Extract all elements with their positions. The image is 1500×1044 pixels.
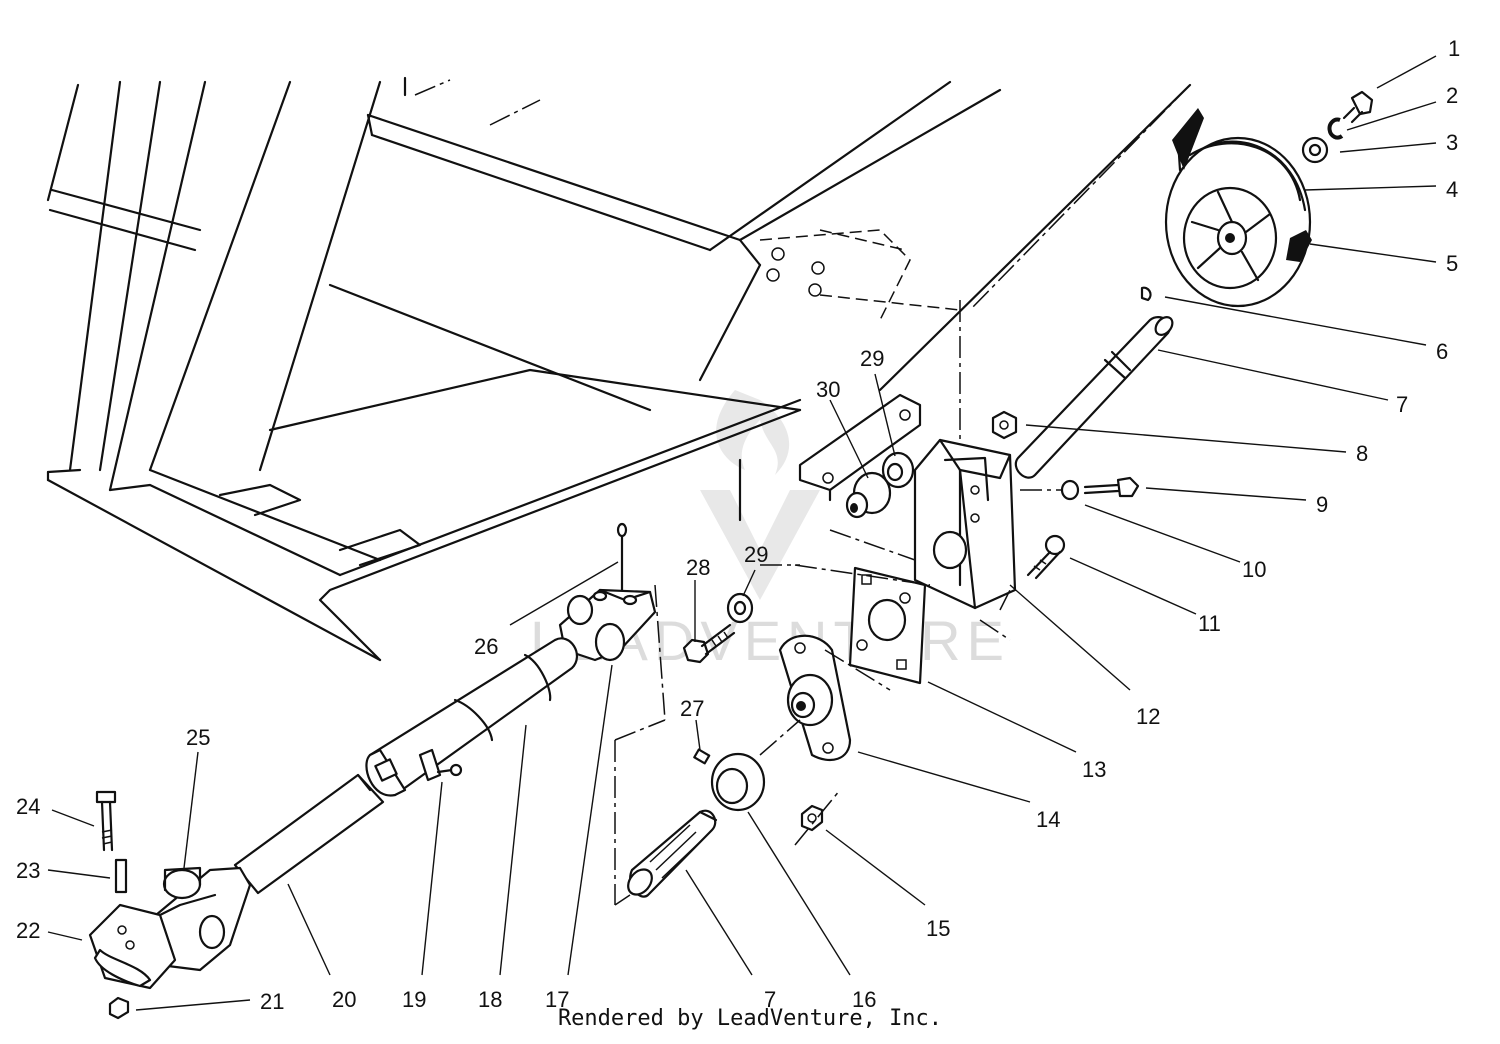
callout-labels: 1 2 3 4 5 6 7 8 9 10 11 12 13 14 15 16 7… xyxy=(16,36,1460,1014)
part-27-set-screw xyxy=(693,748,711,765)
callout-1: 1 xyxy=(1448,36,1460,61)
part-9-bolt xyxy=(1083,476,1140,498)
callout-7-upper: 7 xyxy=(1396,392,1408,417)
callout-29-lower: 29 xyxy=(744,542,768,567)
callout-4: 4 xyxy=(1446,177,1458,202)
part-5-belt-guard xyxy=(1172,108,1312,262)
leader-lines xyxy=(47,55,1437,1011)
callout-29-upper: 29 xyxy=(860,346,884,371)
part-29-washer-lower xyxy=(726,592,754,624)
callout-17: 17 xyxy=(545,987,569,1012)
callout-18: 18 xyxy=(478,987,502,1012)
part-17-universal-joint-upper xyxy=(558,588,657,662)
part-13-spacer-plate xyxy=(848,566,927,685)
part-23-roll-pin xyxy=(114,858,128,894)
callout-19: 19 xyxy=(402,987,426,1012)
alignment-lines xyxy=(614,489,1062,906)
callout-13: 13 xyxy=(1082,757,1106,782)
part-10-washer xyxy=(1060,479,1080,501)
part-7-splined-shaft-lower xyxy=(627,809,718,898)
part-20-inner-shaft xyxy=(233,773,385,895)
part-3-washer xyxy=(1301,136,1329,164)
part-22-yoke xyxy=(88,903,177,990)
part-8-nut xyxy=(991,410,1018,440)
part-26-grease-fitting-pin xyxy=(616,522,628,597)
frame-mount-plate xyxy=(759,229,961,321)
part-19-grease-fitting xyxy=(418,748,463,782)
part-18-outer-tube xyxy=(365,637,579,797)
callout-8: 8 xyxy=(1356,441,1368,466)
callout-20: 20 xyxy=(332,987,356,1012)
part-11-carriage-bolt xyxy=(1026,534,1066,580)
callout-14: 14 xyxy=(1036,807,1060,832)
frame-structure xyxy=(46,76,1192,662)
callout-24: 24 xyxy=(16,794,40,819)
callout-7-lower: 7 xyxy=(764,987,776,1012)
callout-2: 2 xyxy=(1446,83,1458,108)
callout-15: 15 xyxy=(926,916,950,941)
part-2-lock-washer xyxy=(1327,117,1344,140)
callout-9: 9 xyxy=(1316,492,1328,517)
callout-6: 6 xyxy=(1436,339,1448,364)
part-15-nut xyxy=(800,804,824,832)
callout-3: 3 xyxy=(1446,130,1458,155)
part-1-bolt xyxy=(1342,90,1374,124)
part-29-washer-upper xyxy=(881,451,915,489)
footer-credit: Rendered by LeadVenture, Inc. xyxy=(557,1006,943,1031)
callout-23: 23 xyxy=(16,858,40,883)
part-4-pulley xyxy=(1164,136,1312,308)
callout-10: 10 xyxy=(1242,557,1266,582)
callout-25: 25 xyxy=(186,725,210,750)
callout-11: 11 xyxy=(1198,611,1221,636)
part-21-nut xyxy=(108,996,130,1020)
callout-28: 28 xyxy=(686,555,710,580)
callout-21: 21 xyxy=(260,989,284,1014)
part-12-bearing-bracket xyxy=(913,438,1017,610)
part-24-bolt xyxy=(95,790,117,852)
callout-26: 26 xyxy=(474,634,498,659)
part-16-locking-collar xyxy=(710,752,766,812)
part-28-bolt xyxy=(682,623,736,664)
part-30-bearing-bushing xyxy=(845,471,892,519)
angle-bracket xyxy=(798,393,922,502)
callout-22: 22 xyxy=(16,918,40,943)
callout-5: 5 xyxy=(1446,251,1458,276)
callout-12: 12 xyxy=(1136,704,1160,729)
callout-27: 27 xyxy=(680,696,704,721)
part-7-drive-shaft-upper xyxy=(1014,316,1174,479)
part-6-woodruff-key xyxy=(1140,286,1152,302)
callout-30: 30 xyxy=(816,377,840,402)
callout-16: 16 xyxy=(852,987,876,1012)
part-14-flange-bearing xyxy=(778,634,852,762)
